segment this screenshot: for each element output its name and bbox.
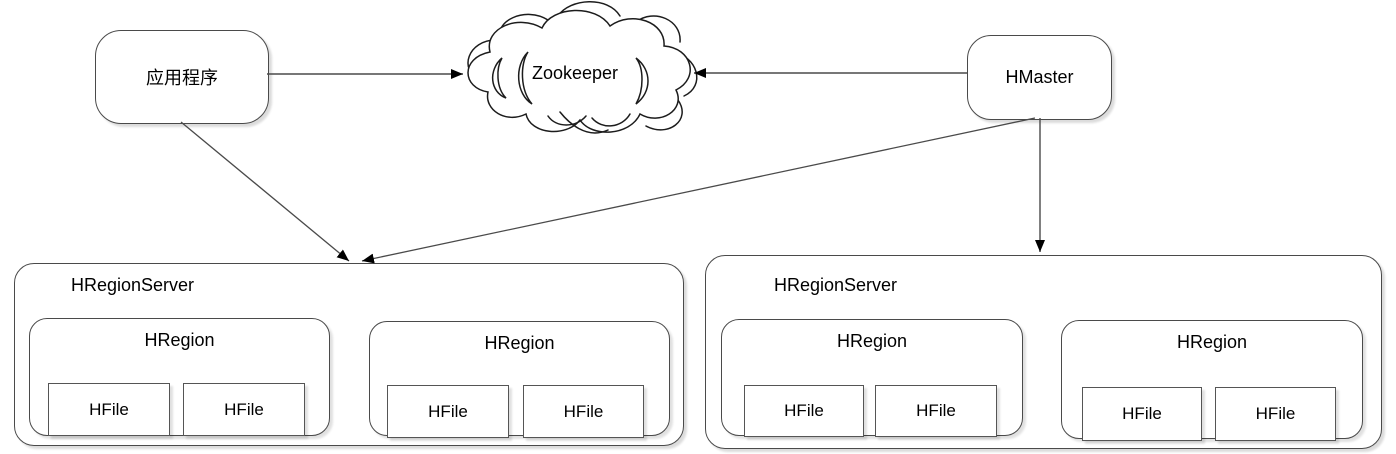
hfile-box: HFile — [1082, 387, 1202, 441]
hregion-box: HRegion HFile HFile — [721, 319, 1023, 437]
hregion-label: HRegion — [144, 330, 215, 350]
hregion-box: HRegion HFile HFile — [1061, 320, 1363, 441]
arrow-app-to-left-server — [180, 121, 350, 262]
hfile-box: HFile — [875, 385, 997, 437]
hfile-box: HFile — [1215, 387, 1336, 441]
hregionserver-right-label: HRegionServer — [774, 275, 898, 295]
application-label: 应用程序 — [146, 68, 218, 88]
hfile-box: HFile — [387, 385, 509, 438]
hmaster-node: HMaster — [967, 35, 1112, 120]
hregion-label: HRegion — [484, 333, 555, 353]
hregion-box: HRegion HFile HFile — [369, 321, 670, 438]
hregion-box: HRegion HFile HFile — [29, 318, 330, 436]
hfile-box: HFile — [523, 385, 644, 438]
zookeeper-cloud-icon — [467, 1, 698, 134]
arrow-hmaster-to-left-server — [361, 117, 1036, 264]
hmaster-label: HMaster — [1005, 67, 1074, 87]
hfile-box: HFile — [48, 383, 170, 436]
zookeeper-label: Zookeeper — [531, 63, 619, 83]
hregionserver-left-label: HRegionServer — [71, 275, 195, 295]
hregionserver-left: HRegionServer HRegion HFile HFile HRegio… — [14, 263, 684, 446]
hregion-label: HRegion — [1176, 332, 1248, 352]
hregion-label: HRegion — [836, 331, 908, 351]
application-node: 应用程序 — [95, 30, 269, 124]
hfile-box: HFile — [183, 383, 305, 436]
hregionserver-right: HRegionServer HRegion HFile HFile HRegio… — [705, 255, 1382, 449]
hfile-box: HFile — [744, 385, 864, 437]
